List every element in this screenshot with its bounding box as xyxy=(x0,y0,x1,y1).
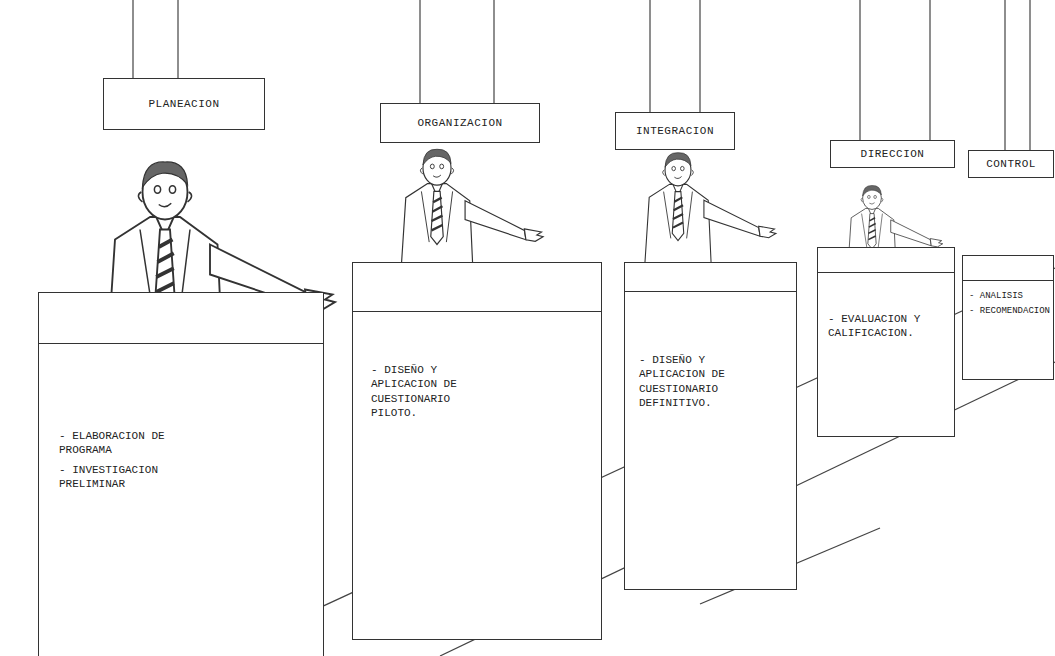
activity-item: - EVALUACION Y CALIFICACION. xyxy=(828,312,940,341)
panel-top-band xyxy=(818,248,954,273)
activity-item: - DISEÑO Y APLICACION DE CUESTIONARIO DE… xyxy=(639,353,767,410)
stage-title: INTEGRACION xyxy=(636,124,714,138)
stage-header-box: INTEGRACION xyxy=(615,112,735,150)
person-figure xyxy=(401,149,543,269)
activity-item: - INVESTIGACION PRELIMINAR xyxy=(59,463,209,492)
person-figure xyxy=(645,153,776,264)
stage-title: ORGANIZACION xyxy=(417,116,502,130)
activity-item: - ANALISIS xyxy=(969,291,1051,303)
stage-header-box: DIRECCION xyxy=(830,140,955,168)
activity-item: - DISEÑO Y APLICACION DE CUESTIONARIO PI… xyxy=(371,363,501,420)
panel-top-band xyxy=(353,263,601,312)
activity-item: - ELABORACION DE PROGRAMA xyxy=(59,429,209,458)
stage-panel: - EVALUACION Y CALIFICACION. xyxy=(817,247,955,437)
stage-panel: - DISEÑO Y APLICACION DE CUESTIONARIO PI… xyxy=(352,262,602,640)
hanging-lines xyxy=(133,0,1030,150)
panel-top-band xyxy=(39,293,323,344)
activity-item: - RECOMENDACION xyxy=(969,306,1051,318)
stage-panel: - ANALISIS - RECOMENDACION xyxy=(962,255,1054,380)
stage-title: PLANEACION xyxy=(148,97,219,111)
panel-top-band xyxy=(625,263,796,292)
stage-title: CONTROL xyxy=(986,157,1036,171)
stage-panel: - DISEÑO Y APLICACION DE CUESTIONARIO DE… xyxy=(624,262,797,590)
stage-title: DIRECCION xyxy=(861,147,925,161)
stage-header-box: PLANEACION xyxy=(103,78,265,130)
stage-header-box: CONTROL xyxy=(968,150,1054,178)
panel-top-band xyxy=(963,256,1053,281)
stage-panel: - ELABORACION DE PROGRAMA - INVESTIGACION… xyxy=(38,292,324,656)
stage-header-box: ORGANIZACION xyxy=(380,103,540,143)
